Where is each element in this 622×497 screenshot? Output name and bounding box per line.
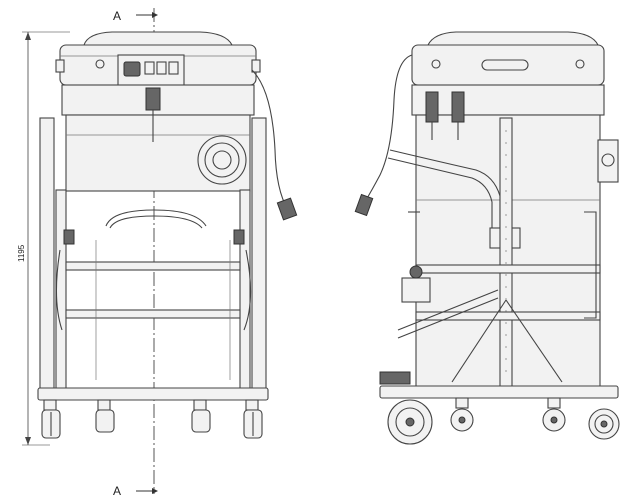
foot-pedal-icon (379, 371, 411, 385)
side-lid-top (427, 31, 599, 46)
push-handle (105, 209, 207, 227)
plug-holder-icon (145, 87, 161, 111)
side-rail-2 (415, 311, 601, 321)
frame-post-right (251, 117, 267, 391)
side-plug-2-icon (451, 91, 465, 123)
caster-wheel-2 (95, 399, 115, 433)
side-screw-icon (575, 59, 585, 69)
section-line-a (136, 8, 158, 494)
panel-button-3 (168, 61, 179, 75)
section-label-bottom: A (113, 484, 121, 497)
caster-wheel-4 (243, 399, 263, 439)
power-cable (251, 69, 289, 211)
inner-post-left (55, 189, 67, 391)
side-power-cable (365, 54, 413, 201)
base-plate (37, 387, 269, 401)
side-handle-bar (389, 149, 501, 232)
side-plug-1-icon (425, 91, 439, 123)
inlet-icon (212, 150, 232, 170)
screw-icon (95, 59, 105, 69)
side-base-plate (379, 385, 619, 399)
side-rail-1 (415, 264, 601, 274)
side-power-plug-icon (354, 193, 374, 217)
head-clip-left (55, 59, 65, 73)
cross-bar-1 (65, 261, 241, 271)
side-upper-band (411, 84, 605, 116)
frame-post-left (39, 117, 55, 391)
inner-post-right (239, 189, 251, 391)
side-motor-clamp (401, 277, 431, 303)
lid-top (83, 31, 233, 46)
clamp-left-icon (63, 229, 75, 245)
clamp-knob-icon (409, 265, 423, 279)
main-switch-icon (123, 61, 141, 77)
caster-wheel-1 (41, 399, 61, 439)
side-box (597, 139, 619, 183)
clamp-right-icon (233, 229, 245, 245)
height-dimension (22, 31, 70, 446)
a-frame-left (451, 299, 507, 383)
caster-wheel-3 (191, 399, 211, 433)
small-wheel-1 (450, 397, 474, 432)
carry-handle (481, 59, 529, 71)
side-view (354, 31, 620, 445)
big-wheel-left (387, 399, 433, 445)
section-label-top: A (113, 9, 121, 23)
power-plug-icon (276, 197, 298, 221)
a-frame-right (505, 299, 563, 383)
panel-button-1 (144, 61, 155, 75)
diagonal-strut (397, 289, 499, 331)
small-wheel-2 (542, 397, 566, 432)
cross-bar-2 (65, 309, 241, 319)
panel-button-2 (156, 61, 167, 75)
height-dimension-value: 1195 (17, 244, 26, 262)
side-column (499, 117, 513, 391)
front-view (37, 31, 298, 439)
head-clip-right (251, 59, 261, 73)
big-wheel-right (588, 408, 620, 440)
